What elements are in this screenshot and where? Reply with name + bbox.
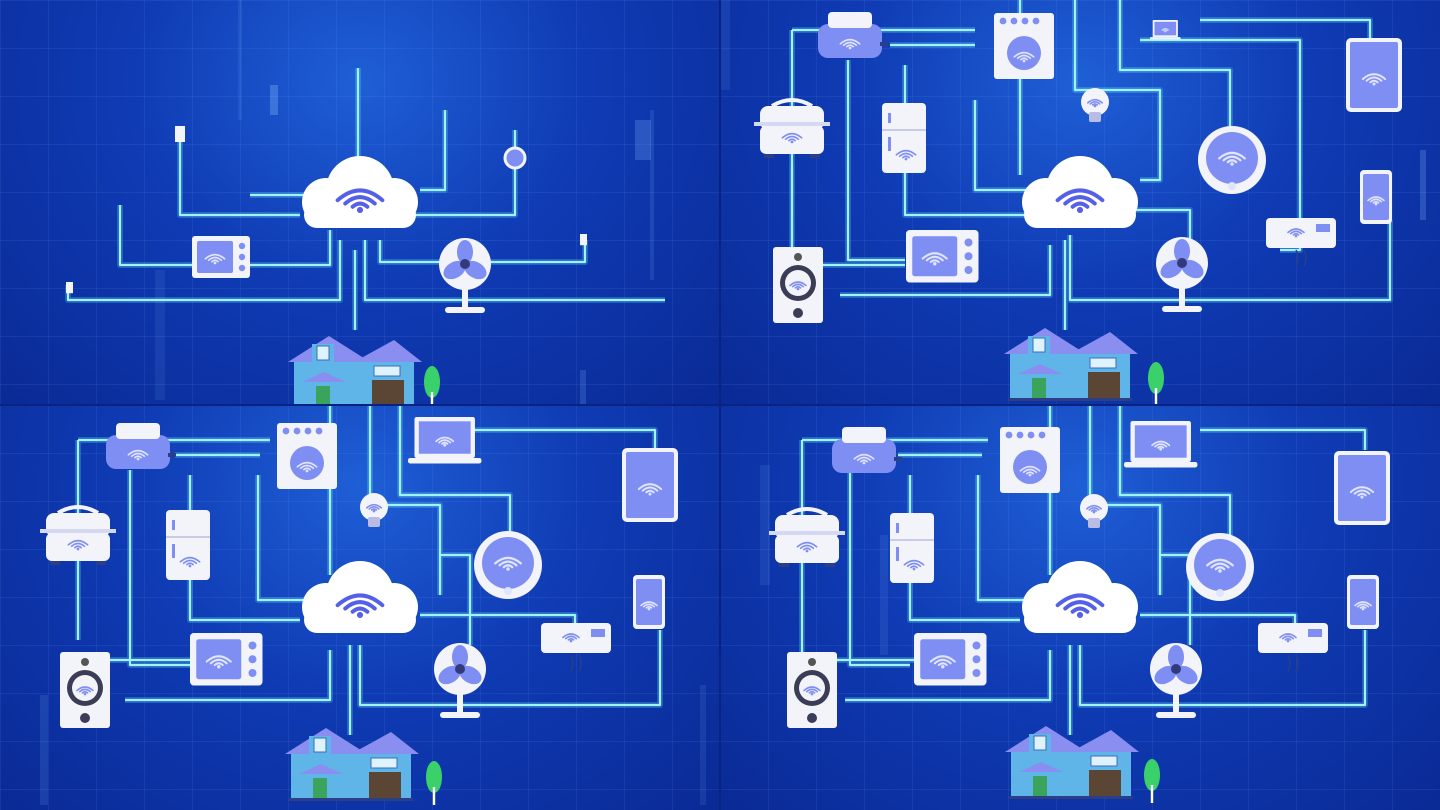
washing-machine-icon bbox=[994, 13, 1054, 79]
refrigerator-icon bbox=[890, 513, 934, 583]
phone-icon bbox=[633, 575, 665, 629]
outlet-icon bbox=[175, 126, 185, 142]
toaster-icon bbox=[818, 12, 888, 58]
frame-top-left-artwork bbox=[65, 0, 665, 405]
speaker-icon bbox=[60, 652, 110, 728]
rice-cooker-icon bbox=[769, 507, 845, 567]
air-conditioner-icon bbox=[541, 623, 611, 672]
microwave-icon bbox=[914, 633, 987, 686]
phone-icon bbox=[1347, 575, 1379, 629]
house-icon bbox=[285, 728, 419, 801]
refrigerator-icon bbox=[882, 103, 926, 173]
phone-icon bbox=[1360, 170, 1392, 224]
washing-machine-icon bbox=[1000, 427, 1060, 493]
fan-icon bbox=[439, 238, 491, 313]
speaker-icon bbox=[773, 247, 823, 323]
frame-top-right-artwork bbox=[720, 0, 1426, 405]
washing-machine-icon bbox=[277, 423, 337, 489]
house-icon bbox=[288, 336, 422, 405]
rice-cooker-icon bbox=[754, 98, 830, 158]
microwave-icon bbox=[192, 236, 250, 278]
house-icon bbox=[1004, 328, 1138, 401]
frame-bottom-right bbox=[720, 405, 1440, 810]
tree-icon bbox=[1144, 759, 1160, 803]
fan-icon bbox=[1156, 237, 1208, 312]
frame-top-right bbox=[720, 0, 1440, 405]
tablet-icon bbox=[622, 448, 678, 522]
rice-cooker-icon bbox=[40, 505, 116, 565]
air-conditioner-icon bbox=[1258, 623, 1328, 672]
thermostat-icon bbox=[503, 146, 527, 170]
frame-bottom-left-artwork bbox=[40, 405, 706, 805]
lightbulb-icon bbox=[1080, 494, 1108, 528]
tree-icon bbox=[426, 761, 442, 805]
frame-top-left bbox=[0, 0, 720, 405]
robot-vacuum-icon bbox=[1198, 126, 1266, 194]
circuit-lines bbox=[799, 405, 1368, 735]
fan-icon bbox=[1150, 643, 1202, 718]
tree-icon bbox=[424, 366, 440, 405]
laptop-icon bbox=[1150, 20, 1181, 40]
robot-vacuum-icon bbox=[1186, 533, 1254, 601]
toaster-icon bbox=[106, 423, 176, 469]
air-conditioner-icon bbox=[1266, 218, 1336, 267]
tablet-icon bbox=[1334, 451, 1390, 525]
tablet-icon bbox=[1346, 38, 1402, 112]
cloud-wifi-icon bbox=[302, 561, 418, 633]
refrigerator-icon bbox=[166, 510, 210, 580]
frame-bottom-left bbox=[0, 405, 720, 810]
speaker-icon bbox=[787, 652, 837, 728]
laptop-icon bbox=[1124, 421, 1198, 468]
outlet-icon bbox=[66, 282, 73, 294]
fan-icon bbox=[434, 643, 486, 718]
laptop-icon bbox=[408, 417, 482, 464]
frame-bottom-right-artwork bbox=[760, 405, 1390, 803]
toaster-icon bbox=[832, 427, 902, 473]
cloud-wifi-icon bbox=[1022, 561, 1138, 633]
cloud-wifi-icon bbox=[302, 156, 418, 228]
tree-icon bbox=[1148, 362, 1164, 405]
lightbulb-icon bbox=[1081, 88, 1109, 122]
robot-vacuum-icon bbox=[474, 531, 542, 599]
outlet-icon bbox=[580, 234, 587, 246]
microwave-icon bbox=[190, 633, 263, 686]
frame-divider-vertical bbox=[719, 0, 721, 810]
microwave-icon bbox=[906, 230, 979, 283]
house-icon bbox=[1005, 726, 1139, 799]
circuit-lines bbox=[75, 405, 663, 735]
lightbulb-icon bbox=[360, 493, 388, 527]
cloud-wifi-icon bbox=[1022, 156, 1138, 228]
